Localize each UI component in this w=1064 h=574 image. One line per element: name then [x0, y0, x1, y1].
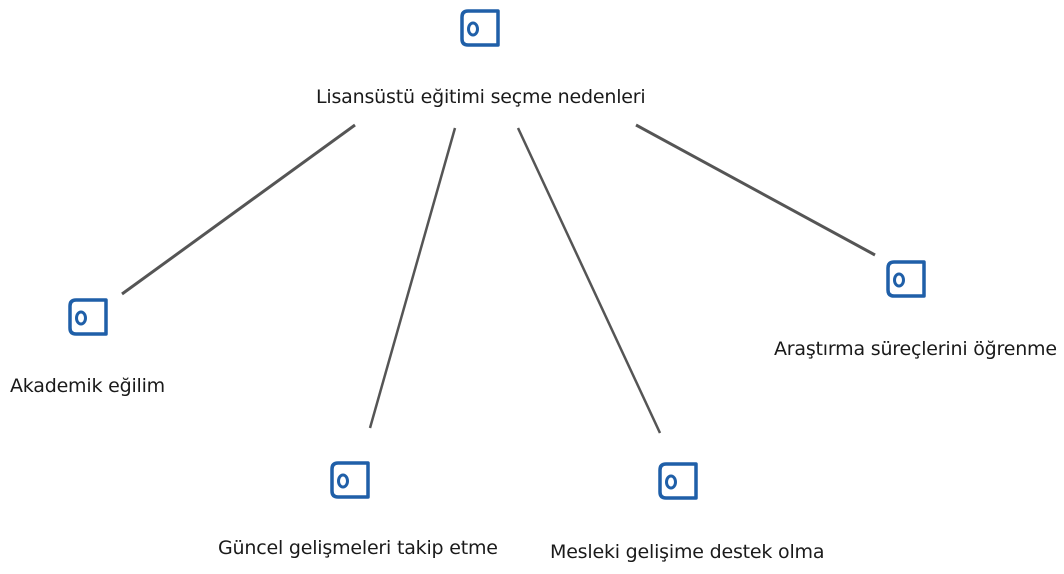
- connector-akademik-egilim: [121, 123, 356, 296]
- code-document-icon: [657, 461, 699, 501]
- code-document-icon: [329, 460, 371, 500]
- child-label: Güncel gelişmeleri takip etme: [218, 537, 498, 559]
- child-label: Mesleki gelişime destek olma: [550, 541, 825, 563]
- root-label: Lisansüstü eğitimi seçme nedenleri: [316, 86, 646, 108]
- child-label: Araştırma süreçlerini öğrenme: [774, 338, 1057, 360]
- connector-mesleki-gelisime: [516, 127, 662, 434]
- code-document-icon: [67, 297, 109, 337]
- connector-arastirma-surecleri: [635, 123, 876, 257]
- child-label: Akademik eğilim: [10, 375, 165, 397]
- code-document-icon: [885, 259, 927, 299]
- connector-guncel-gelismeleri: [368, 127, 457, 429]
- code-document-icon: [459, 8, 501, 48]
